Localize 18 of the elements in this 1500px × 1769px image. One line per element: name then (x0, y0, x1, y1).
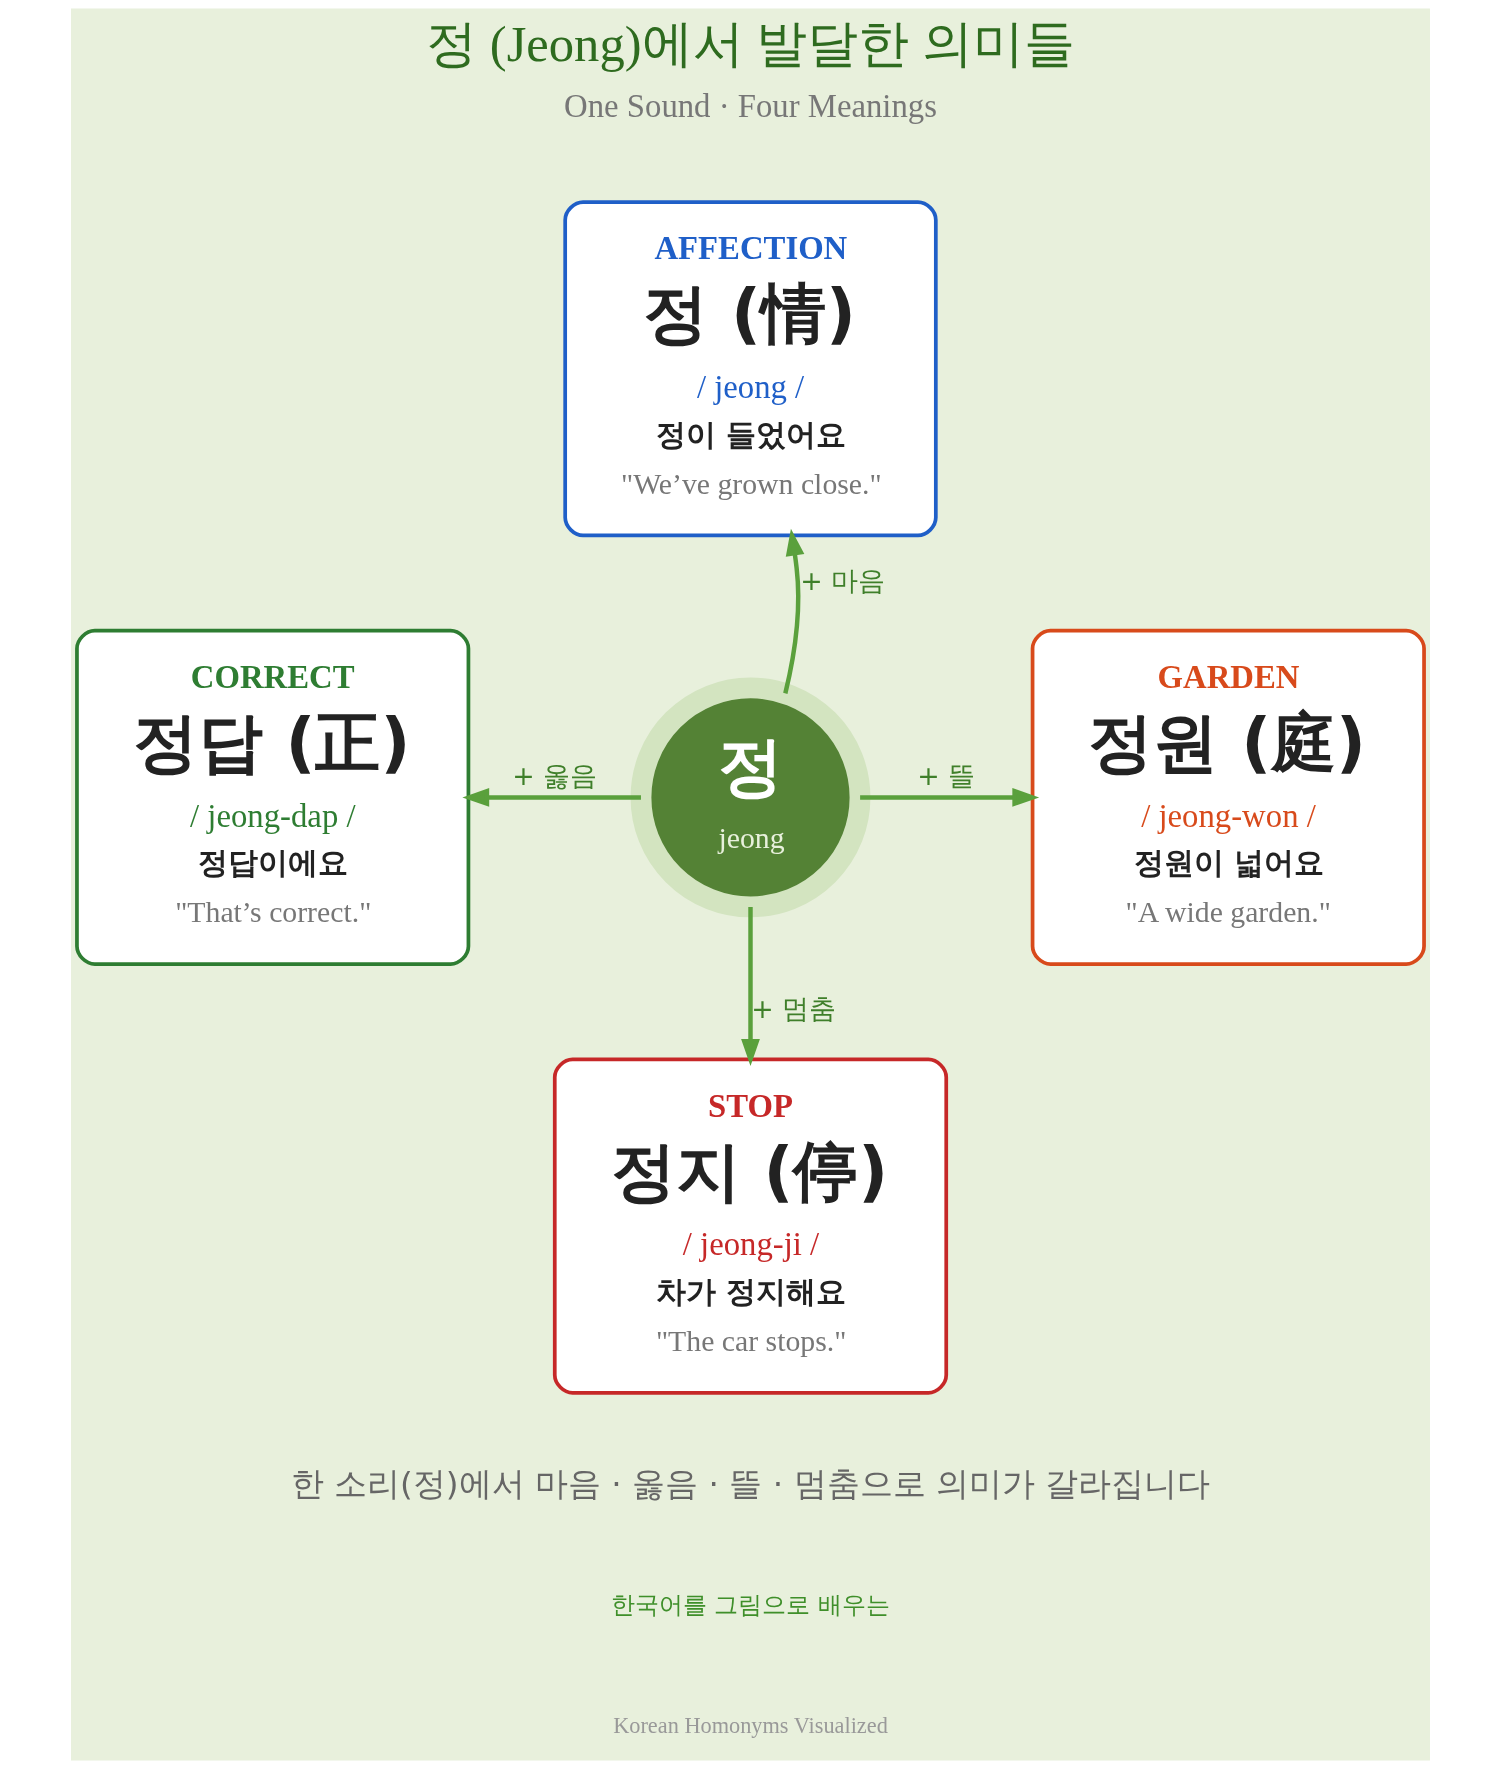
label: 한국어를 그림으로 배우는 (610, 1590, 890, 1619)
edge-label: + 뜰 (916, 759, 975, 791)
arrow (740, 906, 760, 1066)
arrow (859, 788, 1039, 807)
node-box: CORRECT 정답 (正) / jeong-dap / 정답이에요 "That’s correct." (74, 628, 470, 966)
label: Korean Homonyms Visualized (612, 1712, 888, 1738)
node-box: STOP 정지 (停) / jeong-ji / 차가 정지해요 "The car stops." (552, 1057, 948, 1395)
diagram-title: 정 (Jeong)에서 발달한 의미들 (425, 15, 1075, 72)
label: 한 소리(정)에서 마음 · 옳음 · 뜰 · 멈춤으로 의미가 갈라집니다 (290, 1464, 1210, 1503)
label: One Sound · Four Meanings (563, 87, 937, 124)
arrow (782, 528, 804, 694)
edge-label: + 마음 (799, 564, 885, 596)
node-box: AFFECTION 정 (情) / jeong / 정이 들었어요 "We’ve grown close." (562, 200, 938, 538)
node-circle: 정 jeong (630, 677, 870, 918)
edge-label: + 옳음 (511, 759, 597, 791)
edge-label: + 멈춤 (750, 993, 836, 1025)
node-box: GARDEN 정원 (庭) / jeong-won / 정원이 넓어요 "A wide garden." (1030, 628, 1426, 966)
arrow (461, 788, 641, 807)
